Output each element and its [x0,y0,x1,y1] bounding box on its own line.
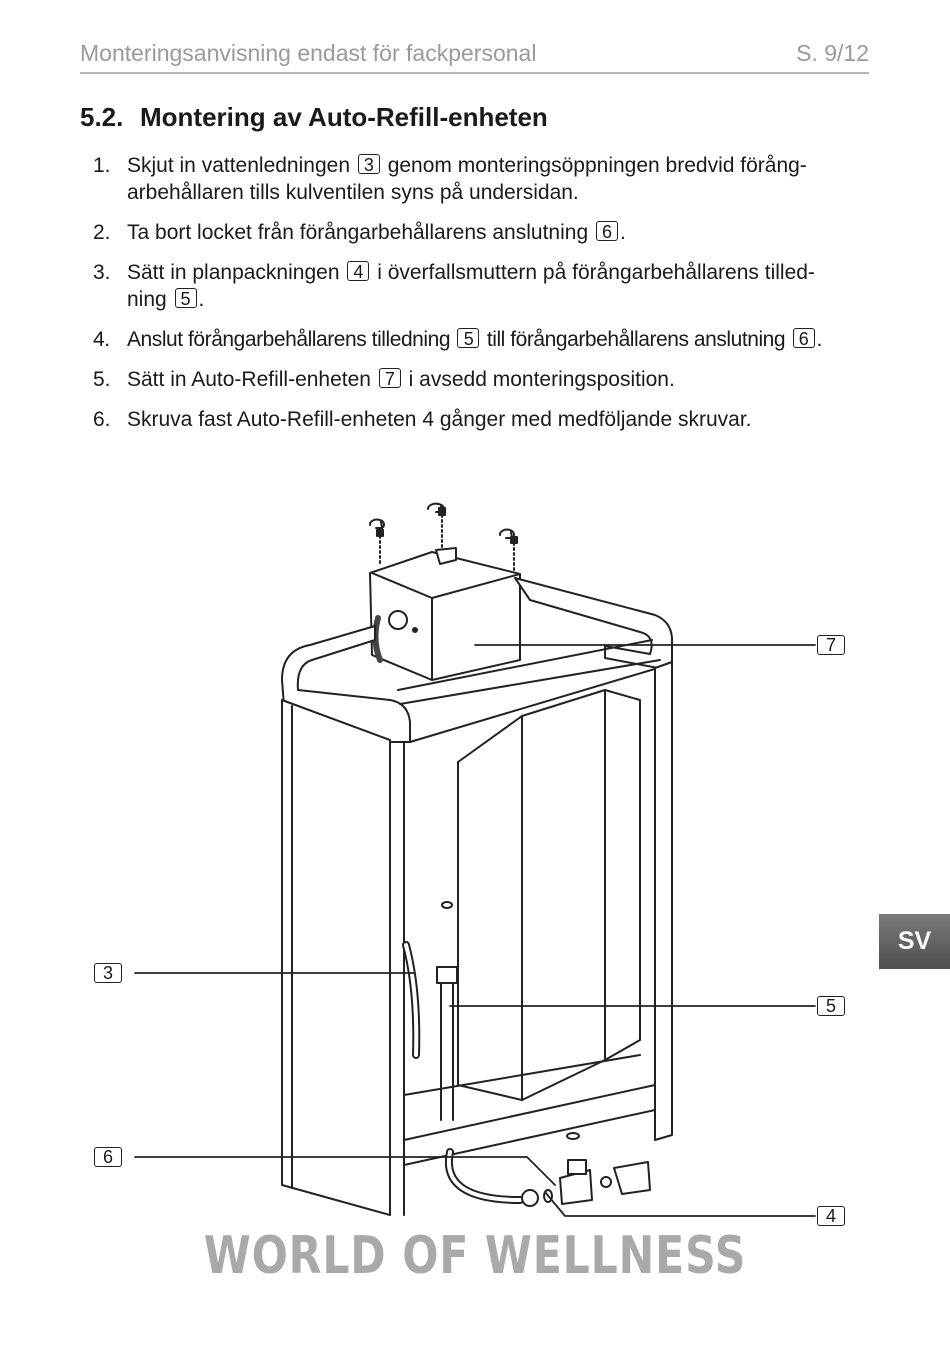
step-text: Skjut in vattenledningen [127,154,350,177]
step-text: i överfallsmuttern på förångarbehållaren… [377,261,815,284]
frame-post [654,661,673,1141]
auto-refill-unit [369,547,521,681]
step-item: 2. Ta bort locket från förångarbehållare… [80,219,870,246]
water-line [402,941,421,1059]
part-reference: 5 [174,288,197,309]
heater-side-panel [281,699,391,1216]
callout-7: 7 [817,635,845,655]
section-title: Montering av Auto-Refill-enheten [140,102,548,132]
part-reference: 4 [347,261,370,282]
callout-6: 6 [94,1147,122,1167]
step-item: 4. Anslut förångarbehållarens tilledning… [80,326,870,353]
step-text: . [619,221,626,244]
leader-line-6 [134,1156,556,1186]
step-item: 3. Sätt in planpackningen 4 i överfallsm… [80,259,870,313]
step-item: 1. Skjut in vattenledningen 3 genom mont… [80,152,870,206]
step-number: 5. [93,368,111,391]
part-reference: 3 [357,154,380,175]
step-text: ning [127,288,167,311]
part-reference: 7 [378,368,401,389]
part-reference: 6 [792,328,815,349]
screw-icon [369,518,385,566]
callout-4: 4 [817,1206,845,1226]
part-reference: 5 [457,328,480,349]
part-reference: 6 [595,221,618,242]
step-number: 4. [93,328,110,351]
section-number: 5.2. [80,102,124,132]
section-heading: 5.2. Montering av Auto-Refill-enheten [80,102,548,133]
brand-wordmark: WORLD OF WELLNESS [203,1226,747,1286]
auto-refill-assembly-illustration [134,502,816,1217]
step-text: Ta bort locket från förångarbehållarens … [127,221,589,244]
step-item: 6. Skruva fast Auto-Refill-enheten 4 gån… [80,406,870,433]
callout-5: 5 [817,996,845,1016]
step-text: genom monteringsöppningen bredvid förång… [387,154,807,177]
step-text: Sätt in planpackningen [127,261,340,284]
step-number: 1. [93,154,111,177]
feed-line [436,966,458,1121]
step-text: Anslut förångarbehållarens tilledning [127,328,451,351]
step-text: till förångarbehållarens anslutning [486,328,786,351]
screw-icon [499,528,518,571]
page-number: S. 9/12 [796,40,869,66]
connection-hose [444,1148,651,1207]
language-tab: SV [879,914,950,969]
step-item: 5. Sätt in Auto-Refill-enheten 7 i avsed… [80,366,870,393]
callout-3: 3 [94,963,122,983]
step-text: Sätt in Auto-Refill-enheten [127,368,371,391]
page-header: Monteringsanvisning endast för fackperso… [80,38,869,74]
header-title: Monteringsanvisning endast för fackperso… [80,40,537,66]
step-text: arbehållaren tills kulventilen syns på u… [127,181,579,204]
step-text: i avsedd monteringsposition. [408,368,675,391]
step-number: 2. [93,221,111,244]
leader-line-4 [544,1191,816,1217]
step-number: 3. [93,261,111,284]
step-text: . [198,288,205,311]
step-text: Skruva fast Auto-Refill-enheten 4 gånger… [127,408,752,431]
step-text: . [816,328,823,351]
instruction-list: 1. Skjut in vattenledningen 3 genom mont… [80,152,870,446]
screw-icon [427,502,446,549]
step-number: 6. [93,408,111,431]
